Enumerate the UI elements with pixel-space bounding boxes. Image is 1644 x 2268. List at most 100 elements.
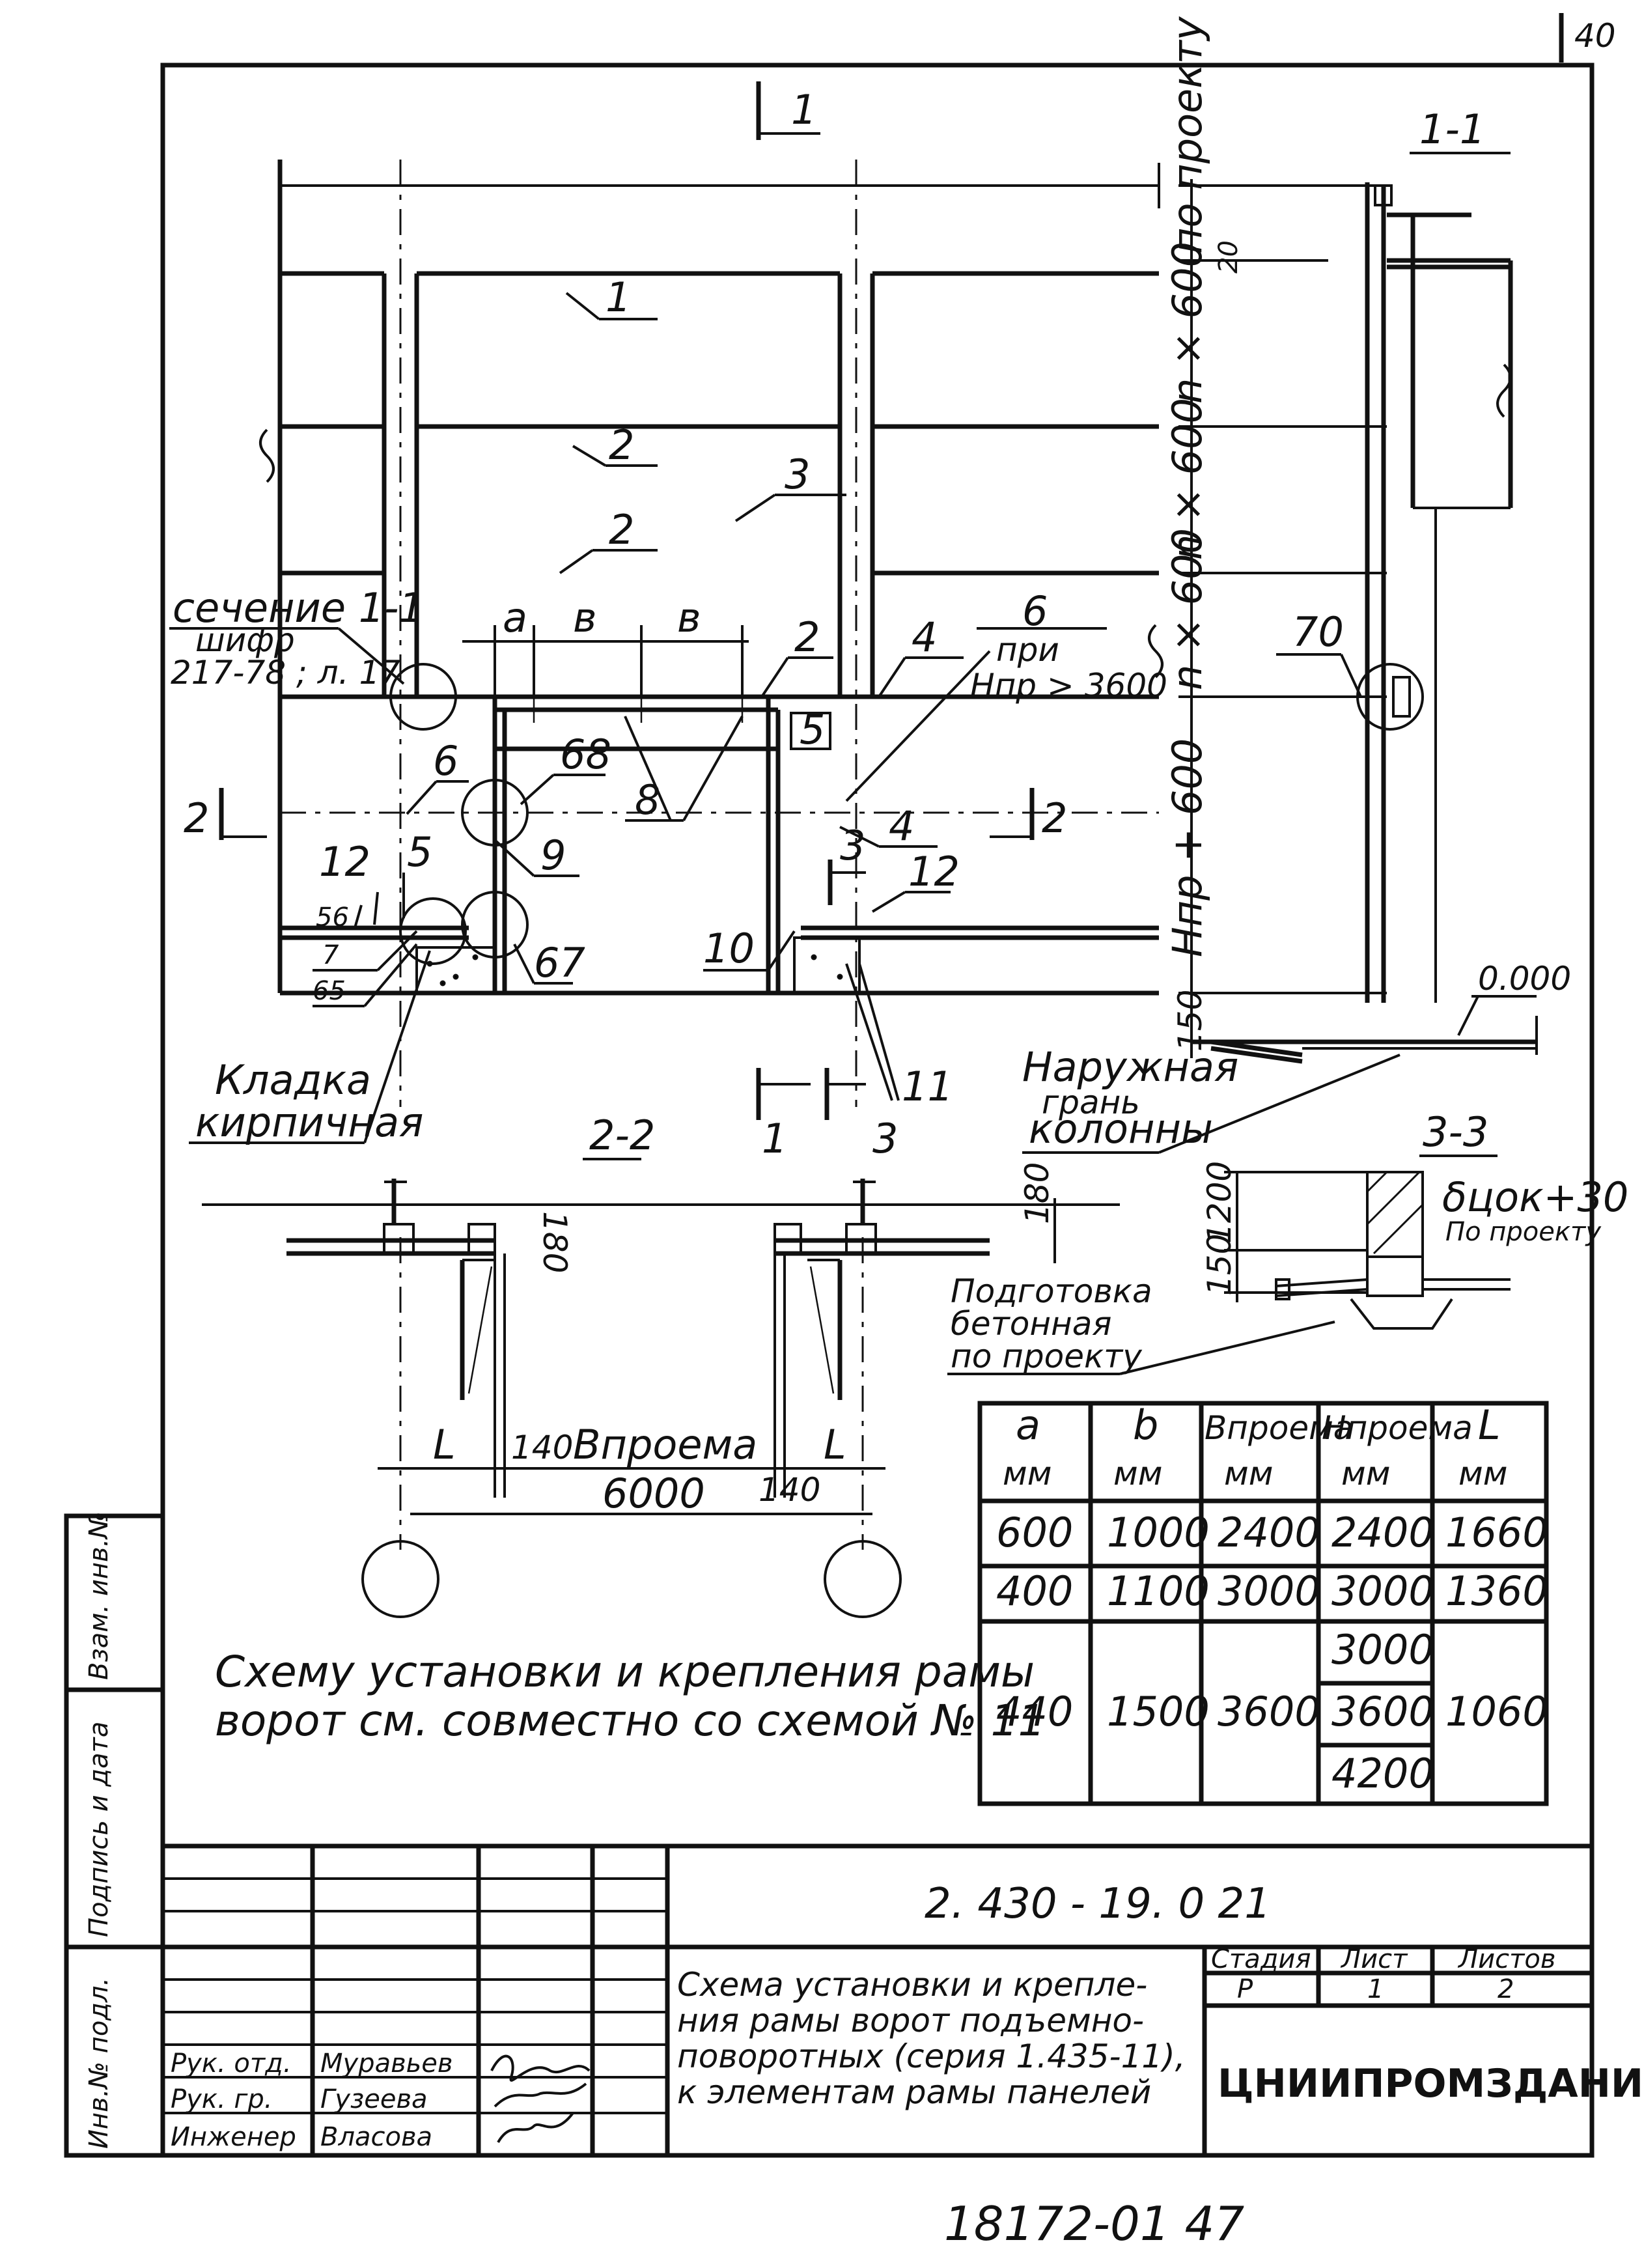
callout-6a: 6 — [433, 737, 458, 785]
callout-65: 65 — [313, 976, 346, 1006]
svg-text:грань: грань — [1042, 1084, 1140, 1121]
callout-2c: 2 — [794, 613, 820, 661]
svg-text:Впроема: Впроема — [573, 1421, 757, 1468]
svg-text:По проекту: По проекту — [1445, 1217, 1602, 1247]
side-strip — [64, 1513, 165, 2158]
inv-label: Инв.№ подл. — [84, 1978, 114, 2149]
stage-value: Р — [1237, 1974, 1253, 2004]
svg-text:3600: 3600 — [1218, 1688, 1320, 1735]
svg-text:мм: мм — [1003, 1455, 1052, 1492]
svg-text:1-1: 1-1 — [1419, 105, 1485, 153]
section-ref-line2: шифр — [195, 621, 295, 659]
svg-text:n × 600: n × 600 — [1163, 242, 1211, 404]
title-line-2: ния рамы ворот подъемно- — [677, 2002, 1144, 2039]
callout-6b: 6 — [1022, 587, 1048, 635]
archive-number: 18172-01 47 — [944, 2196, 1244, 2251]
svg-text:140: 140 — [759, 1471, 820, 1509]
callout-56: 56 — [316, 903, 349, 932]
svg-text:2: 2 — [184, 794, 209, 842]
drawing-code: 2. 430 - 19. 0 21 — [925, 1880, 1271, 1928]
drawing-frame — [160, 63, 1595, 2158]
page-number: 40 — [1574, 17, 1616, 55]
svg-text:4200: 4200 — [1331, 1750, 1434, 1797]
svg-text:150: 150 — [1201, 1234, 1238, 1296]
role-2: Рук. гр. — [171, 2084, 273, 2114]
callout-2a: 2 — [609, 421, 634, 469]
masonry-label-1: Кладка — [215, 1056, 371, 1104]
svg-text:180: 180 — [536, 1211, 574, 1273]
note-6-line2: Нпр > 3600 — [970, 667, 1167, 705]
signatures — [490, 2054, 591, 2144]
callout-5b: 5 — [407, 828, 432, 876]
svg-text:1100: 1100 — [1107, 1567, 1210, 1615]
svg-text:440: 440 — [996, 1688, 1073, 1735]
svg-text:3000: 3000 — [1331, 1626, 1434, 1673]
svg-text:6000: 6000 — [602, 1470, 705, 1517]
svg-text:1660: 1660 — [1445, 1509, 1548, 1556]
name-3: Власова — [320, 2122, 432, 2152]
svg-text:мм: мм — [1341, 1455, 1390, 1492]
svg-text:по проекту: по проекту — [1163, 16, 1211, 254]
callout-8: 8 — [635, 776, 660, 824]
svg-text:1500: 1500 — [1107, 1688, 1210, 1735]
sheets-header: Листов — [1457, 1944, 1555, 1974]
svg-text:1060: 1060 — [1445, 1688, 1548, 1735]
callout-67: 67 — [534, 939, 585, 987]
callout-1: 1 — [606, 273, 631, 321]
section-1-1: 1-1 по проекту n × 600 n × 600 n × 600 Н… — [1022, 16, 1571, 1154]
svg-text:1: 1 — [762, 1115, 787, 1162]
svg-text:70: 70 — [1292, 608, 1344, 656]
svg-text:n × 600: n × 600 — [1163, 398, 1211, 560]
svg-text:1360: 1360 — [1445, 1567, 1548, 1615]
svg-text:0.000: 0.000 — [1478, 960, 1571, 998]
svg-text:140: 140 — [511, 1429, 573, 1466]
svg-text:400: 400 — [996, 1567, 1073, 1615]
svg-text:мм: мм — [1224, 1455, 1273, 1492]
callout-2b: 2 — [609, 506, 634, 553]
svg-text:Подготовка: Подготовка — [951, 1272, 1152, 1310]
elevation-view: 1 2 2 1 3 3 — [184, 81, 1163, 1162]
note-6-line1: при — [996, 631, 1059, 669]
callout-4a: 4 — [912, 613, 937, 661]
role-1: Рук. отд. — [171, 2049, 292, 2079]
sheet-header: Лист — [1340, 1944, 1408, 1974]
section-3-3: 3-3 1200 150 δцок+30 По проекту — [1201, 1108, 1628, 1330]
svg-text:колонны: колонны — [1029, 1105, 1213, 1153]
stage-header: Стадия — [1211, 1944, 1311, 1974]
title-line-3: поворотных (серия 1.435-11), — [677, 2037, 1186, 2075]
organization-name: ЦНИИПРОМЗДАНИЙ — [1218, 2060, 1644, 2107]
svg-text:3000: 3000 — [1218, 1567, 1320, 1615]
callout-5a: 5 — [800, 706, 825, 753]
sheet-value: 1 — [1367, 1974, 1384, 2004]
svg-text:a: a — [1016, 1401, 1040, 1449]
note-line-2: ворот см. совместно со схемой № 11 — [215, 1696, 1045, 1746]
role-3: Инженер — [171, 2122, 296, 2152]
svg-text:3-3: 3-3 — [1423, 1108, 1488, 1156]
svg-text:мм: мм — [1113, 1455, 1162, 1492]
callout-68: 68 — [560, 731, 611, 778]
callout-11: 11 — [902, 1063, 953, 1110]
svg-text:2400: 2400 — [1218, 1509, 1320, 1556]
svg-text:L: L — [824, 1421, 846, 1468]
svg-text:1200: 1200 — [1201, 1161, 1238, 1244]
svg-text:3: 3 — [872, 1115, 898, 1162]
svg-text:L: L — [1478, 1401, 1501, 1449]
section-ref-line3: 217-78 ; л. 17 — [171, 654, 400, 692]
svg-text:2400: 2400 — [1331, 1509, 1434, 1556]
name-1: Муравьев — [320, 2049, 453, 2079]
svg-text:L: L — [433, 1421, 456, 1468]
svg-text:2-2: 2-2 — [589, 1112, 655, 1159]
svg-text:3000: 3000 — [1331, 1567, 1434, 1615]
title-line-4: к элементам рамы панелей — [677, 2073, 1151, 2111]
svg-text:бетонная: бетонная — [951, 1305, 1111, 1343]
svg-text:δцок+30: δцок+30 — [1442, 1173, 1628, 1221]
callout-3: 3 — [785, 451, 810, 498]
note-line-1: Схему установки и крепления рамы — [215, 1647, 1035, 1697]
dim-b-2: в — [677, 594, 701, 641]
svg-text:1000: 1000 — [1107, 1509, 1210, 1556]
callout-12b: 12 — [908, 848, 960, 895]
svg-text:20: 20 — [1214, 240, 1244, 273]
svg-text:Наружная: Наружная — [1022, 1043, 1238, 1091]
svg-text:600: 600 — [996, 1509, 1073, 1556]
